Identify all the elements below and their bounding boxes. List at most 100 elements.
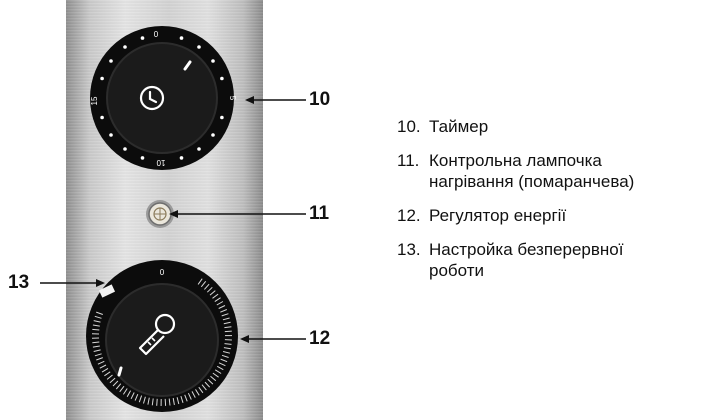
- energy-tick: [214, 369, 222, 374]
- timer-dot: [220, 76, 224, 81]
- callout-10: 10: [309, 89, 331, 110]
- energy-tick: [184, 394, 188, 402]
- callout-11: 11: [309, 203, 330, 224]
- energy-tick: [218, 305, 226, 309]
- energy-tick: [94, 353, 102, 357]
- energy-knob[interactable]: [106, 284, 218, 396]
- energy-regulator-dial[interactable]: 0: [86, 260, 238, 412]
- energy-tick: [221, 313, 229, 317]
- energy-tick: [204, 381, 211, 388]
- energy-tick: [204, 283, 210, 290]
- energy-tick: [224, 326, 232, 329]
- energy-tick: [130, 392, 135, 400]
- energy-mark-0: 0: [160, 268, 165, 277]
- energy-tick: [195, 389, 200, 396]
- timer-dot: [123, 45, 127, 49]
- energy-tick: [92, 324, 100, 327]
- timer-dot: [211, 59, 215, 63]
- energy-scale-ticks: [91, 278, 232, 407]
- timer-dot: [197, 45, 201, 49]
- energy-tick: [220, 309, 227, 313]
- energy-tick: [218, 362, 226, 367]
- energy-tick: [104, 371, 111, 377]
- energy-tick: [224, 343, 232, 345]
- energy-tick: [220, 358, 228, 363]
- energy-tick: [94, 315, 102, 319]
- energy-tick: [92, 341, 100, 344]
- timer-dot: [109, 133, 113, 137]
- timer-dot: [220, 115, 224, 120]
- energy-tick: [200, 280, 207, 288]
- energy-tick: [221, 354, 229, 358]
- continuous-operation-mark: [98, 284, 116, 298]
- energy-tick: [143, 396, 146, 404]
- timer-dial[interactable]: 0 5 10 15: [90, 26, 237, 170]
- callout-12: 12: [309, 328, 331, 349]
- energy-tick: [119, 385, 125, 393]
- energy-tick: [156, 398, 158, 406]
- energy-tick: [191, 391, 196, 398]
- energy-tick: [180, 395, 184, 403]
- energy-tick: [168, 398, 171, 406]
- energy-tick: [209, 290, 216, 296]
- legend-number: 10.: [397, 117, 421, 136]
- energy-tick: [99, 364, 107, 369]
- energy-tick: [92, 328, 100, 331]
- timer-dot: [179, 36, 184, 40]
- legend-text: Настройка безперервної роботи: [429, 240, 624, 280]
- legend-text: Регулятор енергії: [429, 206, 567, 225]
- energy-tick: [96, 357, 103, 361]
- energy-tick: [223, 347, 231, 350]
- timer-dot: [197, 147, 201, 151]
- energy-tick: [222, 351, 231, 354]
- energy-tick: [138, 395, 143, 403]
- energy-tick: [207, 378, 214, 385]
- energy-tick: [201, 384, 207, 391]
- timer-dot: [211, 133, 215, 137]
- timer-dot: [123, 147, 127, 151]
- callout-13: 13: [8, 272, 30, 293]
- timer-dot: [100, 76, 104, 81]
- energy-tick: [96, 311, 103, 315]
- energy-tick: [109, 377, 116, 384]
- timer-pointer: [183, 60, 192, 71]
- energy-tick: [210, 375, 217, 382]
- timer-dot: [179, 156, 184, 160]
- legend-text: Контрольна лампочка нагрівання (помаранч…: [429, 151, 635, 191]
- timer-dot: [140, 156, 145, 160]
- legend-item-pilot-light: 11. Контрольна лампочка нагрівання (пома…: [397, 150, 634, 192]
- energy-tick: [97, 360, 105, 365]
- timer-dot: [140, 36, 145, 40]
- clock-icon: [139, 85, 165, 111]
- energy-tick: [134, 394, 139, 401]
- legend-number: 13.: [397, 240, 421, 259]
- energy-tick: [198, 386, 204, 394]
- leader-lines: [40, 96, 306, 343]
- timer-mark-0: 0: [154, 30, 159, 39]
- energy-tick: [115, 383, 122, 390]
- legend-text: Таймер: [429, 117, 489, 136]
- legend-number: 11.: [397, 151, 420, 170]
- legend-item-energy-regulator: 12. Регулятор енергії: [397, 205, 634, 226]
- energy-tick: [206, 286, 213, 293]
- energy-tick: [216, 365, 224, 371]
- energy-tick: [106, 374, 113, 380]
- energy-tick: [112, 380, 119, 387]
- energy-tick: [214, 297, 221, 303]
- energy-tick: [212, 372, 219, 378]
- timer-mark-5: 5: [228, 96, 237, 101]
- energy-tick: [197, 278, 203, 285]
- energy-tick: [212, 293, 219, 299]
- timer-dot: [100, 115, 104, 120]
- energy-tick: [101, 367, 109, 373]
- energy-tick: [93, 349, 101, 352]
- energy-tick: [93, 320, 101, 323]
- legend-item-continuous-operation: 13. Настройка безперервної роботи: [397, 239, 634, 281]
- timer-dial-dots: [100, 36, 224, 160]
- energy-tick: [151, 398, 154, 406]
- energy-tick: [187, 392, 192, 400]
- energy-tick: [176, 397, 180, 405]
- timer-dot: [109, 59, 113, 63]
- energy-tick: [172, 397, 175, 405]
